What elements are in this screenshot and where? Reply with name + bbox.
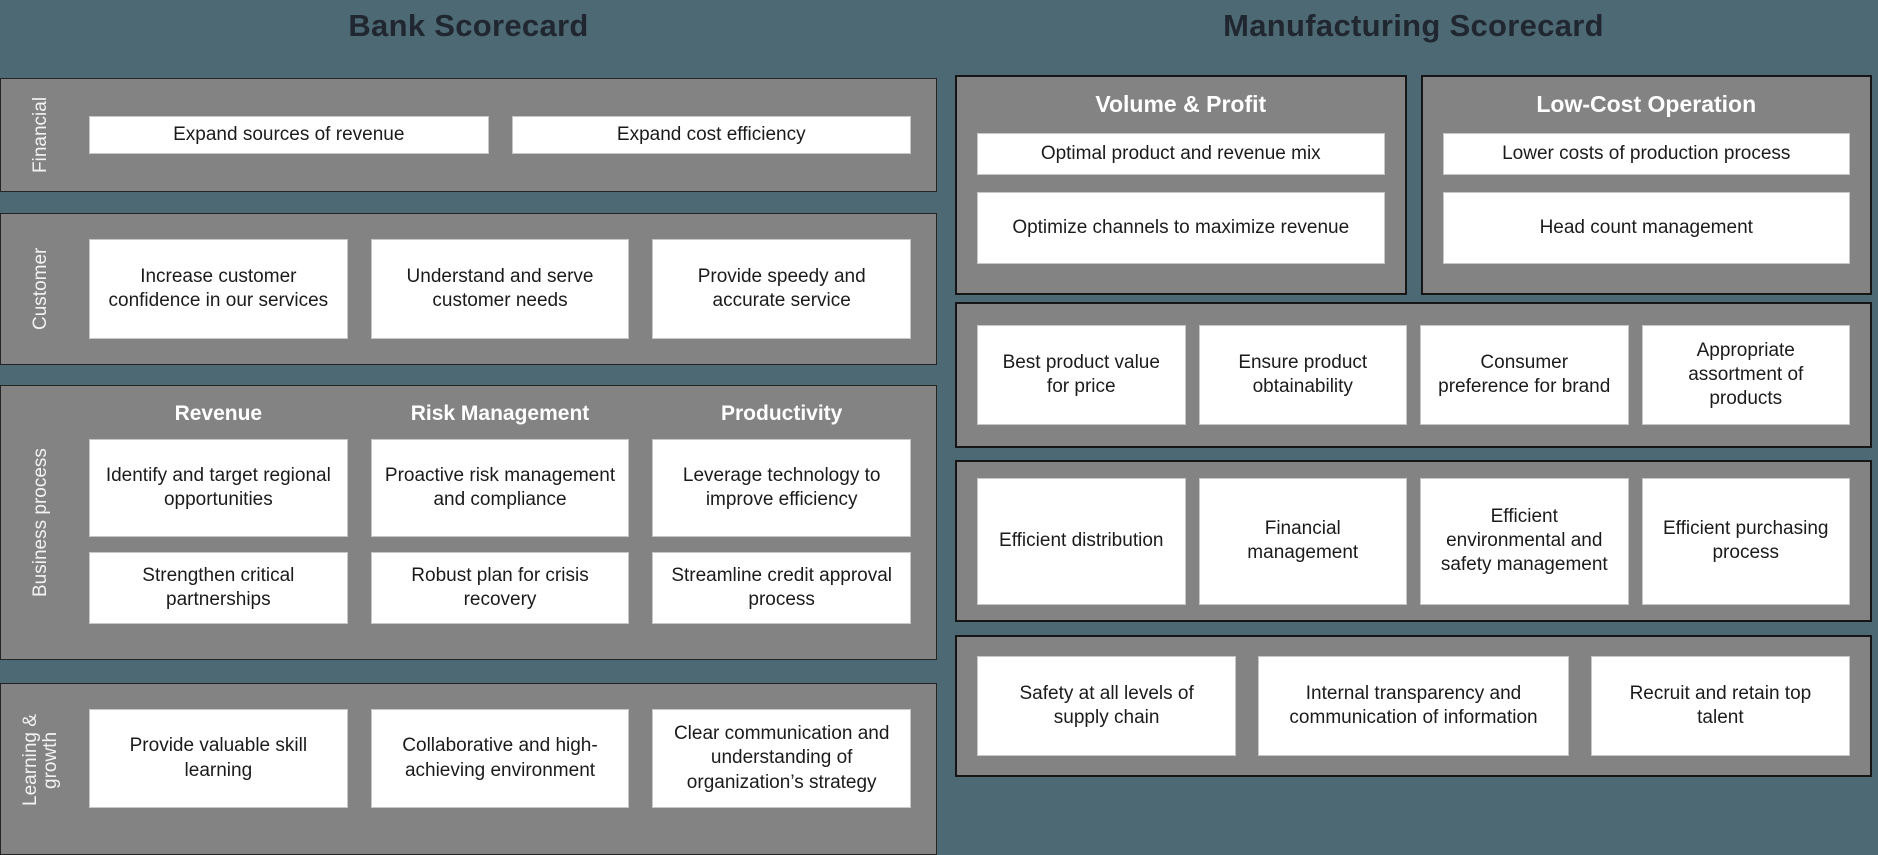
business-process-row-1: Identify and target regional opportuniti…	[89, 439, 912, 537]
objective-box: Clear communication and understanding of…	[652, 709, 912, 808]
business-process-row-2: Strengthen critical partnerships Robust …	[89, 552, 912, 624]
objective-box: Financial management	[1198, 477, 1407, 605]
objective-box: Efficient purchasing process	[1641, 477, 1850, 605]
manufacturing-top-row: Volume & Profit Optimal product and reve…	[955, 75, 1872, 295]
objective-box: Leverage technology to improve efficienc…	[652, 439, 912, 537]
objective-box: Consumer preference for brand	[1420, 325, 1629, 425]
objective-box: Recruit and retain top talent	[1590, 656, 1851, 756]
manufacturing-customer-panel: Best product value for price Ensure prod…	[955, 302, 1872, 448]
objective-box: Lower costs of production process	[1442, 133, 1850, 175]
objective-box: Optimize channels to maximize revenue	[977, 192, 1385, 264]
bank-customer-panel: Customer Increase customer confidence in…	[0, 213, 937, 365]
manufacturing-scorecard-title: Manufacturing Scorecard	[1223, 8, 1604, 43]
column-header-risk-management: Risk Management	[410, 402, 590, 425]
column-header-productivity: Productivity	[721, 402, 843, 425]
objective-box: Proactive risk management and compliance	[370, 439, 630, 537]
bank-financial-panel: Financial Expand sources of revenue Expa…	[0, 78, 937, 192]
objective-box: Robust plan for crisis recovery	[370, 552, 630, 624]
objective-box: Internal transparency and communication …	[1258, 656, 1569, 756]
objective-box: Head count management	[1442, 192, 1850, 264]
objective-box: Best product value for price	[977, 325, 1186, 425]
bank-business-process-panel: Business process Revenue Risk Management…	[0, 385, 937, 660]
business-process-objectives: Revenue Risk Management Productivity Ide…	[89, 386, 912, 624]
objective-box: Collaborative and high-achieving environ…	[370, 709, 630, 808]
objective-box: Efficient distribution	[977, 477, 1186, 605]
customer-objectives: Increase customer confidence in our serv…	[89, 214, 912, 364]
column-header-revenue: Revenue	[174, 402, 263, 425]
manufacturing-process-panel: Efficient distribution Financial managem…	[955, 460, 1872, 622]
objective-box: Optimal product and revenue mix	[977, 133, 1385, 175]
objective-box: Ensure product obtainability	[1198, 325, 1407, 425]
bank-learning-growth-panel: Learning & growth Provide valuable skill…	[0, 683, 937, 855]
objective-box: Understand and serve customer needs	[370, 239, 630, 339]
perspective-label-financial: Financial	[30, 96, 52, 174]
manufacturing-scorecard: Volume & Profit Optimal product and reve…	[955, 75, 1872, 777]
perspective-label-business-process: Business process	[30, 448, 52, 597]
objective-box: Appropriate assortment of products	[1641, 325, 1850, 425]
objective-box: Provide valuable skill learning	[89, 709, 348, 808]
objective-box: Expand cost efficiency	[511, 116, 911, 154]
bank-scorecard: Financial Expand sources of revenue Expa…	[0, 78, 937, 855]
objective-box: Strengthen critical partnerships	[89, 552, 348, 624]
panel-header-low-cost-operation: Low-Cost Operation	[1536, 91, 1757, 117]
perspective-label-customer: Customer	[30, 247, 52, 331]
objective-box: Increase customer confidence in our serv…	[89, 239, 348, 339]
financial-objectives: Expand sources of revenue Expand cost ef…	[89, 79, 911, 191]
objective-box: Streamline credit approval process	[652, 552, 912, 624]
objective-box: Safety at all levels of supply chain	[977, 656, 1237, 756]
learning-growth-objectives: Provide valuable skill learning Collabor…	[89, 684, 912, 808]
panel-header-volume-profit: Volume & Profit	[1095, 91, 1267, 117]
bank-scorecard-title: Bank Scorecard	[348, 8, 589, 43]
objective-box: Expand sources of revenue	[89, 116, 489, 154]
objective-box: Provide speedy and accurate service	[652, 239, 912, 339]
low-cost-operation-panel: Low-Cost Operation Lower costs of produc…	[1420, 75, 1872, 295]
perspective-label-learning-growth: Learning & growth	[20, 714, 61, 806]
business-process-headers: Revenue Risk Management Productivity	[89, 402, 911, 426]
objective-box: Efficient environmental and safety manag…	[1420, 477, 1629, 605]
manufacturing-learning-panel: Safety at all levels of supply chain Int…	[955, 635, 1872, 777]
objective-box: Identify and target regional opportuniti…	[89, 439, 348, 537]
volume-profit-panel: Volume & Profit Optimal product and reve…	[955, 75, 1407, 295]
